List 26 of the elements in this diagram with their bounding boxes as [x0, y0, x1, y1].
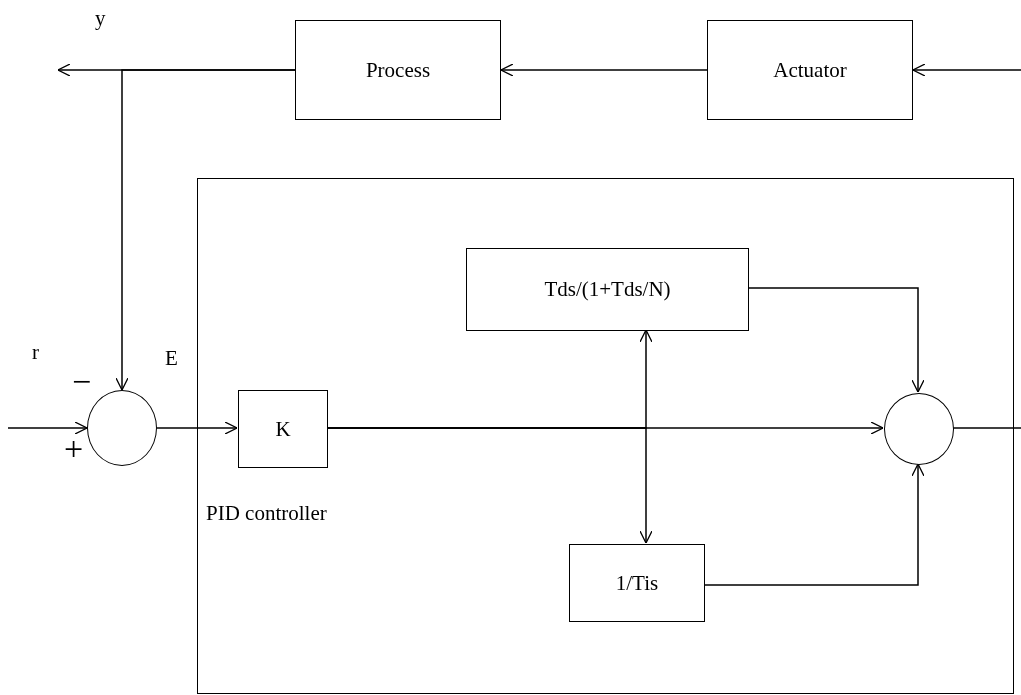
- block-label: Actuator: [773, 57, 847, 83]
- block-box: [707, 20, 913, 120]
- sign-label: −: [72, 365, 92, 399]
- controller-frame: [197, 178, 1014, 694]
- signal-label: r: [32, 342, 39, 363]
- signal-label: E: [165, 348, 178, 369]
- block-box: [295, 20, 501, 120]
- arrow: [7, 421, 88, 435]
- sign-label: +: [64, 432, 84, 466]
- arrow: [156, 421, 238, 435]
- controller-label: PID controller: [206, 501, 327, 526]
- arrow: [326, 427, 653, 544]
- arrow: [703, 463, 925, 586]
- block-label: 1/Tis: [615, 570, 659, 596]
- block-label: K: [275, 416, 291, 442]
- block-label: Process: [365, 57, 431, 83]
- arrow: [500, 63, 708, 77]
- block-box: [569, 544, 705, 622]
- block-label: Tds/(1+Tds/N): [544, 277, 671, 302]
- arrow: [115, 69, 296, 391]
- signal-label: y: [95, 8, 106, 29]
- signal-line: [952, 427, 1021, 429]
- block-box: [466, 248, 749, 331]
- arrow: [912, 63, 1021, 77]
- block-box: [238, 390, 328, 468]
- arrow: [747, 287, 925, 393]
